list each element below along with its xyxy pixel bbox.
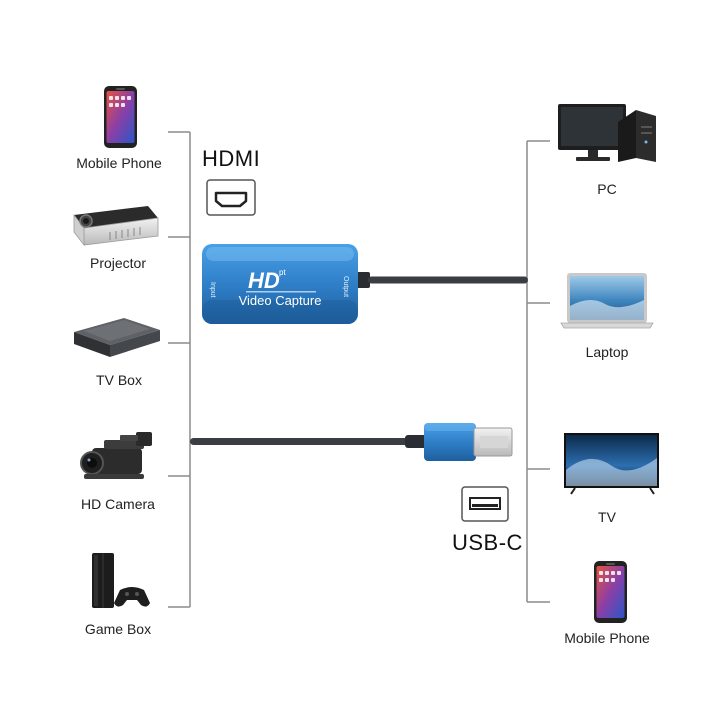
input-port-label: Input — [209, 282, 216, 298]
game-console-icon — [92, 553, 150, 608]
capture-name: Video Capture — [239, 293, 322, 308]
hdmi-output-cable — [356, 272, 528, 288]
smartphone-icon — [594, 561, 627, 623]
desktop-pc-icon — [558, 104, 656, 162]
left-device-label-mobile-phone: Mobile Phone — [76, 155, 162, 171]
usb-c-label: USB-C — [452, 530, 523, 555]
left-device-label-tv-box: TV Box — [96, 372, 142, 388]
right-device-label-tv: TV — [598, 509, 616, 525]
laptop-icon — [560, 273, 654, 329]
camcorder-icon — [80, 432, 152, 479]
tv-box-icon — [74, 318, 160, 357]
capture-logo: HD — [248, 268, 280, 293]
left-device-label-game-box: Game Box — [84, 621, 152, 637]
video-capture-device: HD pt Video Capture Input Output — [202, 244, 358, 324]
capture-logo-superscript: pt — [279, 268, 286, 277]
usb-c-cable — [190, 423, 513, 461]
usb-port-icon — [461, 486, 509, 522]
right-device-label-pc: PC — [597, 181, 617, 197]
right-bracket — [526, 140, 550, 603]
output-port-label: Output — [342, 276, 349, 297]
hdmi-port-icon — [206, 179, 256, 216]
right-device-label-mobile-phone: Mobile Phone — [564, 630, 650, 646]
smartphone-icon — [104, 86, 137, 148]
left-bracket — [168, 131, 191, 608]
projector-icon — [73, 206, 159, 247]
television-icon — [564, 433, 659, 495]
hdmi-label: HDMI — [202, 146, 261, 171]
capture-logo-underline — [246, 291, 316, 293]
left-device-label-projector: Projector — [89, 255, 147, 271]
right-device-label-laptop: Laptop — [585, 344, 629, 360]
left-device-label-hd-camera: HD Camera — [81, 496, 155, 512]
